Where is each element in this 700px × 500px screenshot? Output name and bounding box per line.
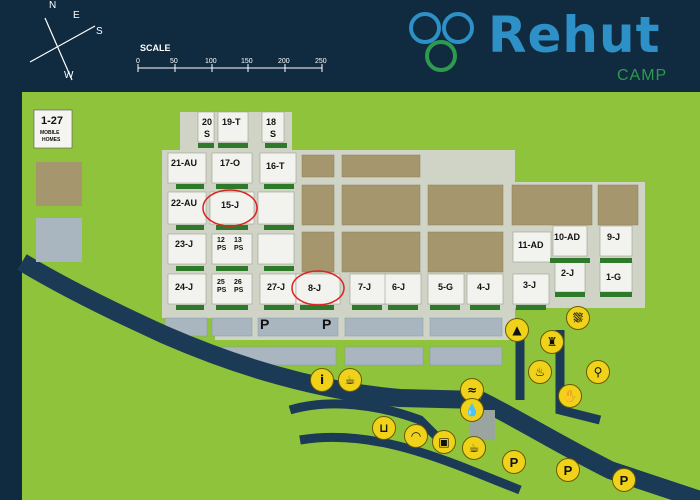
scale-bar (137, 64, 323, 72)
plot-25-ps-sub: PS (217, 287, 227, 294)
scale-title: SCALE (140, 43, 171, 53)
compass-s: S (96, 26, 103, 37)
plot-3-j[interactable]: 3-J (523, 280, 537, 290)
plot-23-j[interactable]: 23-J (175, 239, 194, 249)
plot-22-au[interactable]: 22-AU (171, 198, 198, 208)
compass-n: N (49, 0, 57, 11)
legend-count: 1-27 (41, 115, 64, 127)
highlight-15-j (202, 189, 258, 227)
plot-11-ad[interactable]: 11-AD (518, 240, 544, 250)
legend-mobile: MOBILE (40, 130, 60, 136)
legend-plot-swatch (36, 162, 82, 206)
plot-7-j[interactable]: 7-J (358, 282, 372, 292)
plot-12-ps[interactable]: 12 (217, 237, 225, 244)
plot-15-j[interactable]: 15-J (221, 200, 240, 210)
coffee-cup-icon[interactable]: ☕ (338, 368, 362, 392)
plot-20-s-letter: S (204, 129, 211, 139)
water-drop-icon[interactable]: 💧 (460, 398, 484, 422)
sanitary-icon[interactable]: ✋ (558, 384, 582, 408)
basket-icon[interactable]: ⊔ (372, 416, 396, 440)
scale-tick-200: 200 (278, 58, 290, 65)
plot-2-j[interactable]: 2-J (561, 268, 575, 278)
scale-tick-100: 100 (205, 58, 217, 65)
scale-tick-150: 150 (241, 58, 253, 65)
shower-icon[interactable]: ⛆ (566, 306, 590, 330)
scale-tick-50: 50 (170, 58, 178, 65)
plot-10-ad[interactable]: 10-AD (554, 232, 581, 242)
coffee-cup-icon-2[interactable]: ☕ (462, 436, 486, 460)
highlight-8-j (291, 270, 345, 306)
tent-icon[interactable]: ▲ (505, 318, 529, 342)
bread-icon[interactable]: ◠ (404, 424, 428, 448)
plot-1-g[interactable]: 1-G (606, 272, 622, 282)
brand-sub: CAMP (617, 67, 668, 84)
plot-4-j[interactable]: 4-J (477, 282, 491, 292)
compass-e: E (73, 10, 80, 21)
logo-swirl (409, 12, 474, 72)
water-tower-icon[interactable]: ♜ (540, 330, 564, 354)
playground-icon[interactable]: ⚲ (586, 360, 610, 384)
plot-8-j[interactable]: 8-J (308, 283, 322, 293)
legend-home-swatch (33, 109, 73, 149)
plot-25-ps[interactable]: 25 (217, 279, 225, 286)
plot-18-s[interactable]: 18 (266, 117, 277, 127)
hedges (176, 143, 632, 310)
compass-w: W (64, 70, 74, 81)
plot-26-ps[interactable]: 26 (234, 279, 242, 286)
plot-16-t[interactable]: 16-T (266, 161, 285, 171)
plot-9-j[interactable]: 9-J (607, 232, 621, 242)
plot-27-j[interactable]: 27-J (267, 282, 286, 292)
scale-tick-0: 0 (136, 58, 140, 65)
gift-bag-icon[interactable]: ▣ (432, 430, 456, 454)
info-icon[interactable]: i (310, 368, 334, 392)
plot-12-ps-sub: PS (217, 245, 227, 252)
parking-badge-1[interactable]: P (502, 450, 526, 474)
plot-26-ps-sub: PS (234, 287, 244, 294)
plot-18-s-letter: S (270, 129, 277, 139)
plot-13-ps-sub: PS (234, 245, 244, 252)
plot-6-j[interactable]: 6-J (392, 282, 406, 292)
plot-21-au[interactable]: 21-AU (171, 158, 198, 168)
legend-homes: HOMES (42, 137, 61, 143)
parking-badge-2[interactable]: P (556, 458, 580, 482)
parking-badge-3[interactable]: P (612, 468, 636, 492)
plot-19-t[interactable]: 19-T (222, 117, 241, 127)
plot-5-g[interactable]: 5-G (438, 282, 454, 292)
compass-rose (29, 17, 96, 81)
plot-20-s[interactable]: 20 (202, 117, 213, 127)
plot-13-ps[interactable]: 13 (234, 237, 242, 244)
parking-label-1: P (260, 316, 270, 332)
home-plots (167, 111, 633, 305)
plot-24-j[interactable]: 24-J (175, 282, 194, 292)
plot-17-o[interactable]: 17-O (220, 158, 241, 168)
legend-service-swatch (36, 218, 82, 262)
brand-name: Rehut (488, 6, 661, 64)
scale-tick-250: 250 (315, 58, 327, 65)
empty-plots (301, 154, 639, 273)
parking-label-2: P (322, 316, 332, 332)
grill-icon[interactable]: ♨ (528, 360, 552, 384)
